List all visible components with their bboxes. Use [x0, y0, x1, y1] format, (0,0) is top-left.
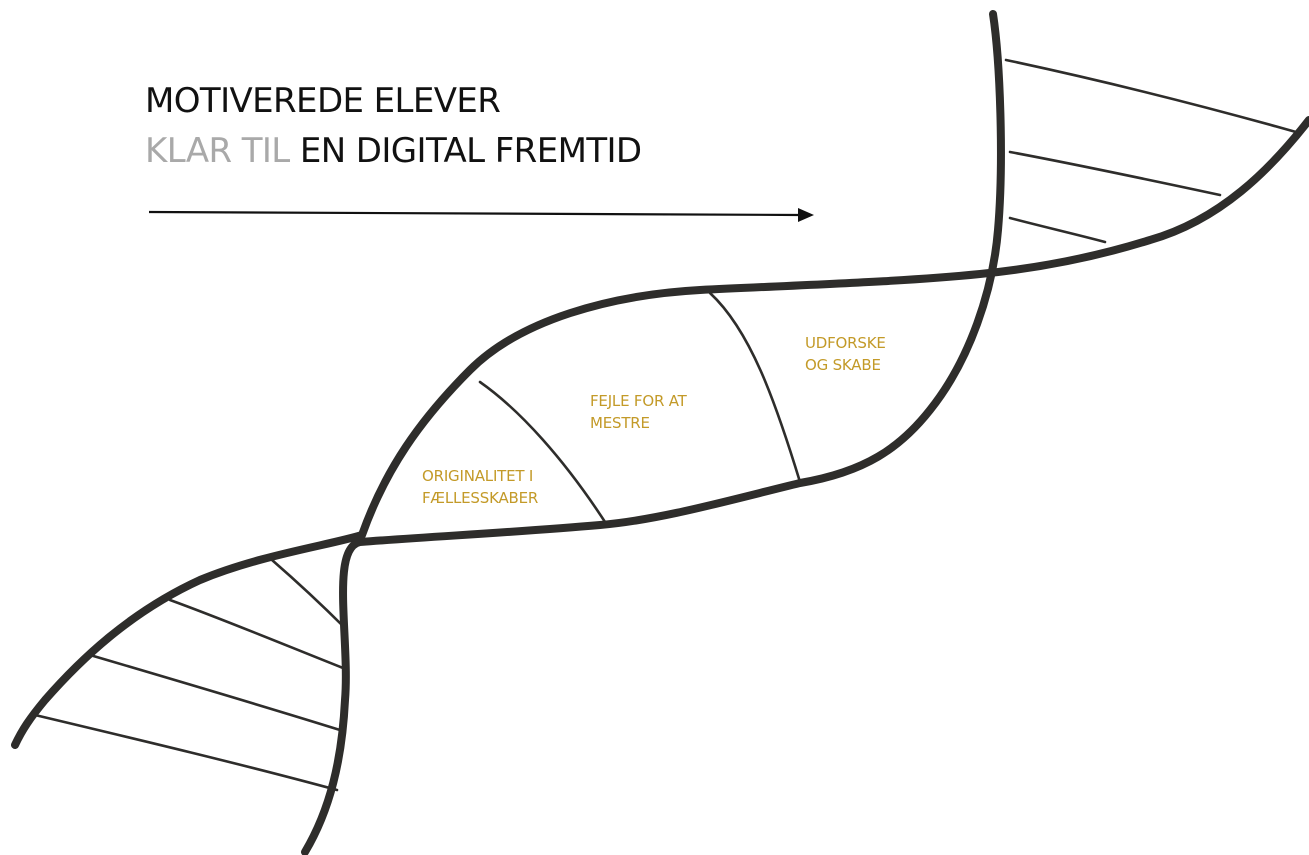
rung — [33, 713, 339, 792]
label-originalitet-line-1: ORIGINALITET I — [422, 467, 534, 485]
label-originalitet-line-2: FÆLLESSKABER — [422, 489, 539, 507]
dna-strand-b — [11, 116, 1309, 749]
rung — [168, 598, 345, 670]
rung — [270, 558, 347, 630]
label-fejle-line-1: FEJLE FOR AT — [590, 392, 687, 410]
arrow — [148, 208, 814, 222]
label-fejle-line-2: MESTRE — [590, 414, 650, 432]
headline: MOTIVEREDE ELEVER KLAR TIL EN DIGITAL FR… — [145, 76, 642, 176]
label-udforske: UDFORSKE OG SKABE — [805, 332, 886, 376]
rungs — [33, 58, 1298, 792]
rung — [1004, 58, 1298, 134]
dna-strand-a — [301, 10, 1005, 855]
label-udforske-line-2: OG SKABE — [805, 356, 881, 374]
headline-main-text: EN DIGITAL FREMTID — [299, 131, 642, 171]
arrowhead-icon — [798, 208, 814, 222]
headline-line-1: MOTIVEREDE ELEVER — [145, 81, 501, 121]
headline-muted-text: KLAR TIL — [145, 131, 290, 171]
rung — [1008, 150, 1222, 197]
label-originalitet: ORIGINALITET I FÆLLESSKABER — [422, 465, 538, 509]
rung — [1008, 216, 1107, 244]
label-fejle: FEJLE FOR AT MESTRE — [590, 390, 687, 434]
arrow-line — [148, 210, 801, 217]
label-udforske-line-1: UDFORSKE — [805, 334, 886, 352]
headline-line-2: KLAR TIL EN DIGITAL FREMTID — [145, 126, 642, 176]
rung — [88, 653, 342, 732]
rung — [478, 380, 609, 527]
rung — [708, 291, 802, 484]
